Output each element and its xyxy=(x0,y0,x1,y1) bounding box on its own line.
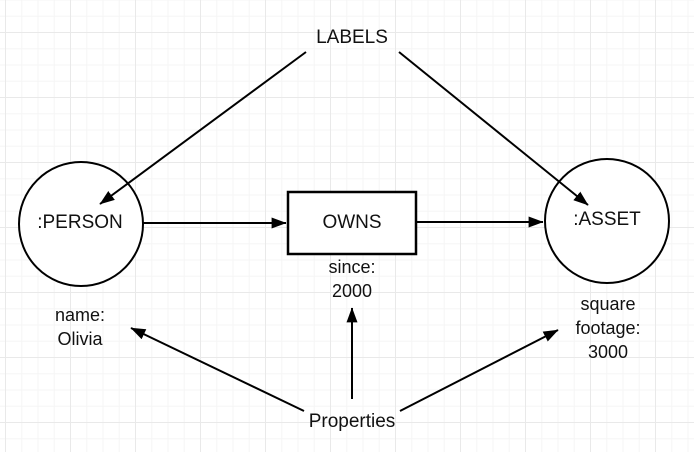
since-property-value: 2000 xyxy=(331,281,373,301)
person-node-label: :PERSON xyxy=(37,212,123,233)
edge-labels-to-asset xyxy=(398,51,589,206)
name-property-value: Olivia xyxy=(57,329,103,349)
labels-title: LABELS xyxy=(316,27,388,48)
asset-node-label: :ASSET xyxy=(573,209,641,230)
name-property-key: name: xyxy=(54,305,106,325)
owns-relationship-box xyxy=(286,190,418,256)
owns-relationship-label: OWNS xyxy=(322,212,382,233)
sqft-property-key-line1: square xyxy=(580,294,636,314)
sqft-property-value: 3000 xyxy=(587,342,629,362)
edge-labels-to-person xyxy=(99,51,307,205)
since-property-annotation: since: 2000 xyxy=(328,255,375,303)
edge-properties-to-name xyxy=(130,327,305,412)
sqft-property-annotation: square footage: 3000 xyxy=(575,292,640,364)
asset-node-circle xyxy=(544,158,670,284)
name-property-annotation: name: Olivia xyxy=(55,303,105,351)
sqft-property-key-line2: footage: xyxy=(575,318,641,338)
since-property-key: since: xyxy=(328,257,376,277)
edge-properties-to-sqft xyxy=(399,329,559,412)
properties-title: Properties xyxy=(308,411,396,432)
